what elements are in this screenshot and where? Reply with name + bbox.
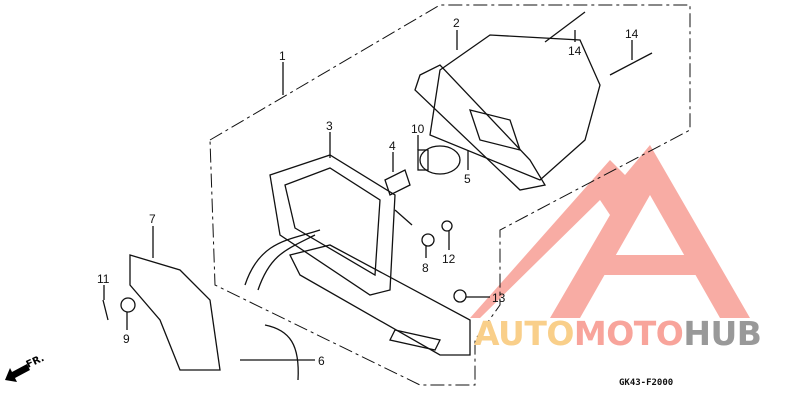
screw-part [609,52,653,76]
callout-7: 7 [149,212,156,226]
watermark-logo [470,145,750,318]
callout-14b: 14 [625,27,639,41]
callout-12: 12 [442,252,456,266]
bracket-slot [389,329,441,351]
bulb-part [417,145,461,175]
nut-part [421,233,435,247]
plate-bracket-part [129,254,221,371]
callout-8: 8 [422,261,429,275]
lens-part [414,34,601,191]
callout-3: 3 [326,119,333,133]
bolt-part [102,299,109,321]
part-code: GK43-F2000 [619,378,673,388]
callout-11: 11 [97,272,110,286]
nut-part [120,297,136,313]
watermark-text: AUTOMOTOHUB [474,314,762,353]
socket-part [384,169,411,196]
callout-14a: 14 [568,44,582,58]
wire-part [264,324,299,381]
screw-part [544,11,586,43]
watermark-auto: AUTO [474,314,574,353]
front-arrow-icon [5,364,30,382]
front-direction-label: FR. [25,353,46,371]
bracket-part [289,244,471,356]
grommet-part [453,289,467,303]
bolt-part [441,220,453,232]
callout-13: 13 [492,291,506,305]
callout-6: 6 [318,354,325,368]
callout-1: 1 [279,49,286,63]
callout-4: 4 [389,139,396,153]
watermark-moto: MOTO [573,314,684,353]
leader-lines [103,30,633,361]
callout-10: 10 [411,122,425,136]
assembly-outline [209,4,691,386]
callout-5: 5 [464,172,471,186]
callout-9: 9 [123,332,130,346]
watermark-hub: HUB [683,314,762,353]
housing-part [244,154,413,296]
callout-2: 2 [453,16,460,30]
